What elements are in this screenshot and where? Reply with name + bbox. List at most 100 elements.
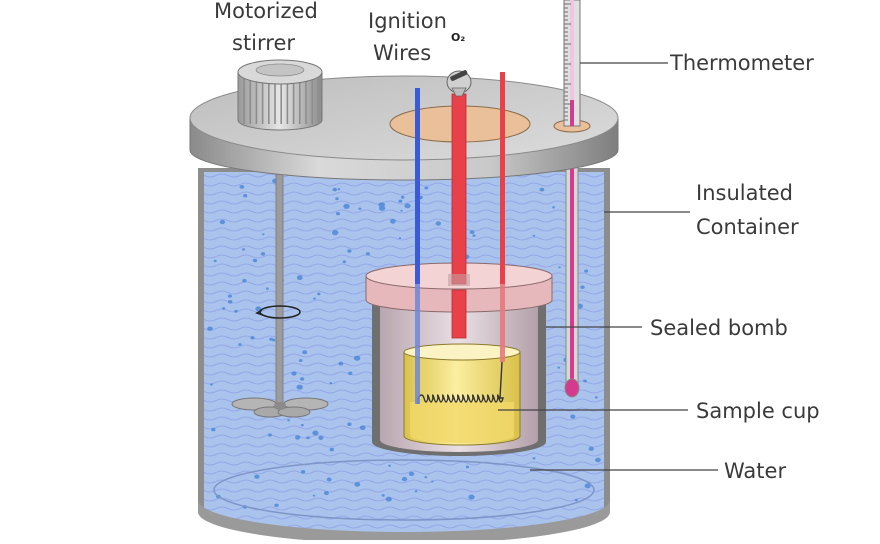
water-bubble xyxy=(398,199,403,203)
water-bubble xyxy=(300,377,305,381)
water-bubble xyxy=(539,187,545,192)
water-bubble xyxy=(242,248,246,251)
water-bubble xyxy=(318,435,324,440)
water-bubble xyxy=(262,233,265,236)
container-base-rim xyxy=(198,500,610,544)
water-bubble xyxy=(337,188,341,191)
water-bubble xyxy=(385,496,392,502)
water-bubble xyxy=(584,483,591,489)
stirrer-motor xyxy=(237,59,323,131)
water-bubble xyxy=(358,207,362,210)
water-bubble xyxy=(390,218,396,224)
water-bubble xyxy=(400,209,403,212)
water-bubble xyxy=(388,464,391,467)
water-bubble xyxy=(594,396,598,399)
water-bubble xyxy=(570,414,576,419)
water-bubble xyxy=(469,230,475,235)
leader-lines xyxy=(498,62,718,471)
water-bubble xyxy=(558,266,561,269)
oxygen-pipe xyxy=(448,93,470,339)
sample-cup-label: Sample cup xyxy=(696,399,820,423)
water-bubble xyxy=(213,259,217,263)
water-bubble xyxy=(332,187,338,192)
water-bubble xyxy=(532,234,536,237)
water-bubble xyxy=(274,503,279,507)
ignition-wires-label-line2: Wires xyxy=(373,41,432,65)
water-bubble xyxy=(324,491,329,496)
insulated-container-label-line2: Container xyxy=(696,215,799,239)
rotation-arrowhead xyxy=(255,309,264,316)
water-bubble xyxy=(588,446,594,451)
ignition-wire-red xyxy=(500,72,505,284)
ignition-wire-blue xyxy=(415,88,420,284)
water-bubble xyxy=(381,494,385,497)
water-bubble xyxy=(583,379,587,383)
water-bubble xyxy=(408,471,415,476)
stirrer-paddles xyxy=(231,397,329,418)
thermometer-lower xyxy=(564,129,580,398)
water-bubble xyxy=(424,476,428,479)
water-bubble xyxy=(295,435,301,440)
water-bubble xyxy=(398,237,402,240)
water-bubble xyxy=(250,336,255,340)
water-bubble xyxy=(435,221,442,226)
water-bubble xyxy=(557,366,561,369)
water-bubble xyxy=(347,249,352,253)
water-bubble xyxy=(424,186,429,190)
water-bubble xyxy=(242,279,247,283)
water-bubble xyxy=(227,294,232,298)
water-bubble xyxy=(306,436,310,440)
water-label: Water xyxy=(724,459,787,483)
water-bubble xyxy=(313,297,316,300)
water-bubble xyxy=(335,197,339,201)
thermometer-upper xyxy=(563,0,581,127)
water-bubble xyxy=(342,260,346,264)
water-bubble xyxy=(296,275,303,281)
water-bubble xyxy=(465,465,470,469)
water-bubble xyxy=(580,285,585,289)
water-bubble xyxy=(219,219,226,225)
water-bubble xyxy=(222,307,226,310)
water-bubble xyxy=(312,430,319,436)
water-bubble xyxy=(228,300,233,304)
oxygen-label: O₂ xyxy=(451,31,466,44)
thermometer-label: Thermometer xyxy=(670,51,814,75)
water-bubble xyxy=(300,470,306,474)
sealed-bomb-label: Sealed bomb xyxy=(650,316,788,340)
water-bubble xyxy=(243,194,248,198)
water-bubble xyxy=(472,234,476,237)
sample-cup xyxy=(403,343,521,446)
water-bubble xyxy=(468,494,475,500)
insulated-container-label-line1: Insulated xyxy=(696,181,793,205)
water-bubble xyxy=(287,419,290,422)
water-bubble xyxy=(338,361,344,366)
water-bubble xyxy=(207,326,213,331)
water-bubble xyxy=(255,306,262,312)
water-bubble xyxy=(354,482,361,487)
motorized-stirrer-label-line2: stirrer xyxy=(232,31,295,55)
water-bubble xyxy=(400,195,405,199)
water-bubble xyxy=(326,477,332,482)
motorized-stirrer-label-line1: Motorized xyxy=(214,0,318,23)
water-bubble xyxy=(252,258,258,263)
ignition-wires-label-line1: Ignition xyxy=(368,9,447,33)
water-bubble xyxy=(312,494,316,497)
stirrer-shaft xyxy=(275,167,284,407)
water-bubble xyxy=(296,384,303,390)
water-bubble xyxy=(266,287,269,290)
water-bubble xyxy=(254,474,260,479)
water-bubble xyxy=(574,498,578,502)
water-bubble xyxy=(300,424,304,427)
water-bubble xyxy=(267,433,272,437)
water-bubble xyxy=(431,480,434,483)
water-bubble xyxy=(595,457,601,463)
water-bubble xyxy=(211,427,216,432)
water-bubble xyxy=(210,383,213,386)
ignition-wires xyxy=(415,72,505,404)
water-bubble xyxy=(234,309,238,313)
water-bottom-edge xyxy=(213,459,595,521)
water-bubble xyxy=(302,350,308,355)
water-bubble xyxy=(332,230,339,236)
water-bubble xyxy=(329,447,334,452)
